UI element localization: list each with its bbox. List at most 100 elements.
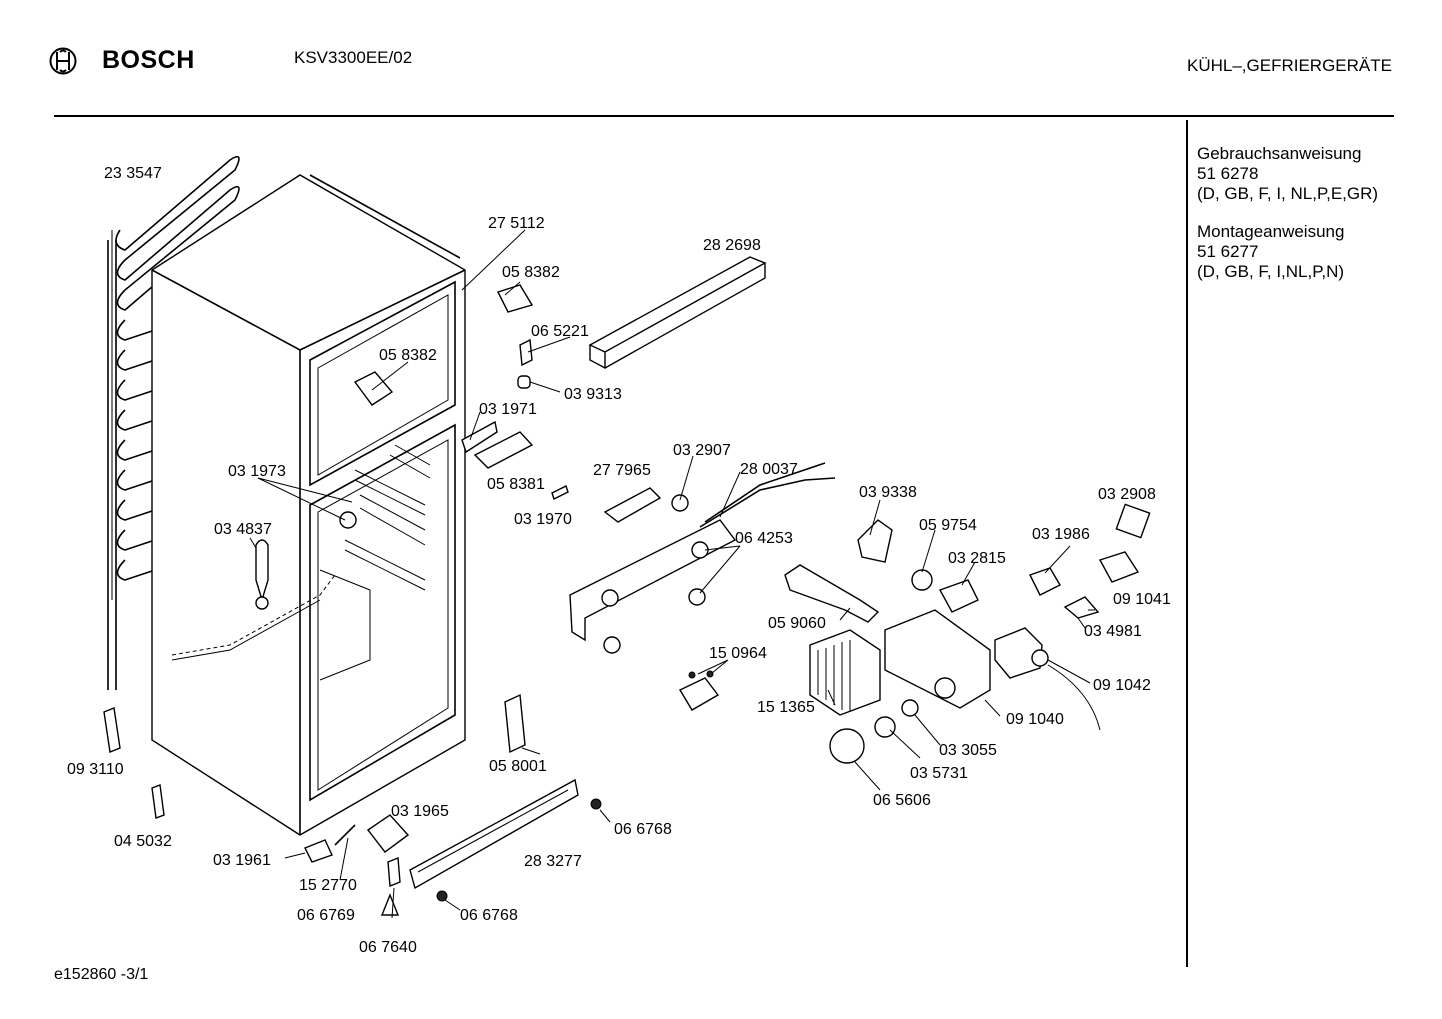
part-label: 06 5606 <box>873 792 931 809</box>
part-label: 06 5221 <box>531 323 589 340</box>
document-number: 51 6277 <box>1197 242 1259 261</box>
part-label: 15 2770 <box>299 877 357 894</box>
box-knob <box>934 677 956 699</box>
cylinder-part <box>304 839 333 863</box>
control-panel <box>569 519 737 642</box>
knob-2 <box>688 588 706 606</box>
hinge-lower <box>504 693 526 754</box>
document-title: Gebrauchsanweisung <box>1197 144 1362 163</box>
part-label: 15 0964 <box>709 645 767 662</box>
bracket-upper <box>497 284 534 313</box>
spacer <box>551 485 569 500</box>
part-label: 03 4981 <box>1084 623 1142 640</box>
model-number: KSV3300EE/02 <box>294 48 413 67</box>
document-user-manual: Gebrauchsanweisung 51 6278 (D, GB, F, I,… <box>1197 144 1378 204</box>
hinge-bushing <box>517 375 531 389</box>
part-label: 28 2698 <box>703 237 761 254</box>
part-label: 05 8381 <box>487 476 545 493</box>
part-label: 03 5731 <box>910 765 968 782</box>
part-label: 23 3547 <box>104 165 162 182</box>
rod <box>334 824 356 846</box>
evaporator-fins <box>809 629 881 716</box>
small-plate <box>387 856 401 888</box>
part-label: 06 7640 <box>359 939 417 956</box>
part-label: 04 5032 <box>114 833 172 850</box>
seal-ring <box>911 569 933 591</box>
part-label: 06 6768 <box>460 907 518 924</box>
part-label: 05 9754 <box>919 517 977 534</box>
brand-name: BOSCH <box>102 46 195 74</box>
hinge-plate <box>461 420 498 454</box>
foot <box>380 893 400 916</box>
drawing-reference: e152860 -3/1 <box>54 966 149 983</box>
part-label: 27 5112 <box>488 215 545 232</box>
nut <box>901 699 919 717</box>
cover-cap <box>938 579 979 613</box>
control-box <box>884 609 991 709</box>
screw-holder <box>679 677 720 711</box>
part-label: 05 9060 <box>768 615 826 632</box>
document-number: 51 6278 <box>1197 164 1259 183</box>
leveling-foot-1 <box>103 707 121 753</box>
document-languages: (D, GB, F, I, NL,P,E,GR) <box>1197 184 1379 203</box>
header-divider <box>54 115 1394 117</box>
part-label: 05 8001 <box>489 758 547 775</box>
part-label: 06 6768 <box>614 821 672 838</box>
cover-plate <box>1098 551 1140 583</box>
leveling-foot-2 <box>151 784 165 819</box>
part-label: 03 3055 <box>939 742 997 759</box>
control-knob <box>829 728 865 764</box>
bosch-logo-icon <box>49 47 77 75</box>
part-label: 05 8382 <box>502 264 560 281</box>
part-label: 03 2908 <box>1098 486 1156 503</box>
part-label: 03 9338 <box>859 484 917 501</box>
part-label: 28 3277 <box>524 853 582 870</box>
screw-4 <box>706 670 714 678</box>
clip-left <box>339 511 357 529</box>
switch <box>1029 567 1061 596</box>
screw-1 <box>590 798 602 810</box>
relay-socket <box>1031 649 1049 667</box>
part-label: 03 1973 <box>228 463 286 480</box>
part-label: 03 9313 <box>564 386 622 403</box>
screw-3 <box>688 671 696 679</box>
part-label: 03 1961 <box>213 852 271 869</box>
part-label: 28 0037 <box>740 461 798 478</box>
document-languages: (D, GB, F, I,NL,P,N) <box>1197 262 1345 281</box>
duct <box>784 564 880 623</box>
screw-2 <box>436 890 448 902</box>
gasket-frame <box>1115 503 1151 539</box>
cabinet-body <box>151 174 466 836</box>
sidebar-divider <box>1186 120 1188 967</box>
knob-rear <box>874 716 896 738</box>
trim-strip <box>588 256 767 370</box>
lamp-holder <box>671 494 689 512</box>
part-label: 03 2907 <box>673 442 731 459</box>
kick-plate <box>409 778 579 890</box>
part-label: 03 1971 <box>479 401 537 418</box>
knob-4 <box>603 636 621 654</box>
lamp-socket-bracket <box>603 487 662 523</box>
part-label: 03 1970 <box>514 511 572 528</box>
document-title: Montageanweisung <box>1197 222 1345 241</box>
part-label: 03 1965 <box>391 803 449 820</box>
part-label: 27 7965 <box>593 462 651 479</box>
part-label: 06 6769 <box>297 907 355 924</box>
switch-button <box>1063 596 1100 619</box>
product-category: KÜHL–,GEFRIERGERÄTE <box>1187 56 1392 75</box>
knob-1 <box>601 589 619 607</box>
condenser-coil <box>107 155 240 690</box>
part-label: 15 1365 <box>757 699 815 716</box>
part-label: 03 2815 <box>948 550 1006 567</box>
angle-bracket <box>366 814 410 853</box>
hinge-pin <box>519 338 533 367</box>
thermostat-capillary <box>857 519 893 563</box>
part-label: 05 8382 <box>379 347 437 364</box>
leader-lines <box>249 229 1095 919</box>
part-label: 09 1042 <box>1093 677 1151 694</box>
part-label: 09 3110 <box>67 761 124 778</box>
part-label: 03 1986 <box>1032 526 1090 543</box>
relay <box>994 627 1043 679</box>
document-installation-manual: Montageanweisung 51 6277 (D, GB, F, I,NL… <box>1197 222 1344 282</box>
